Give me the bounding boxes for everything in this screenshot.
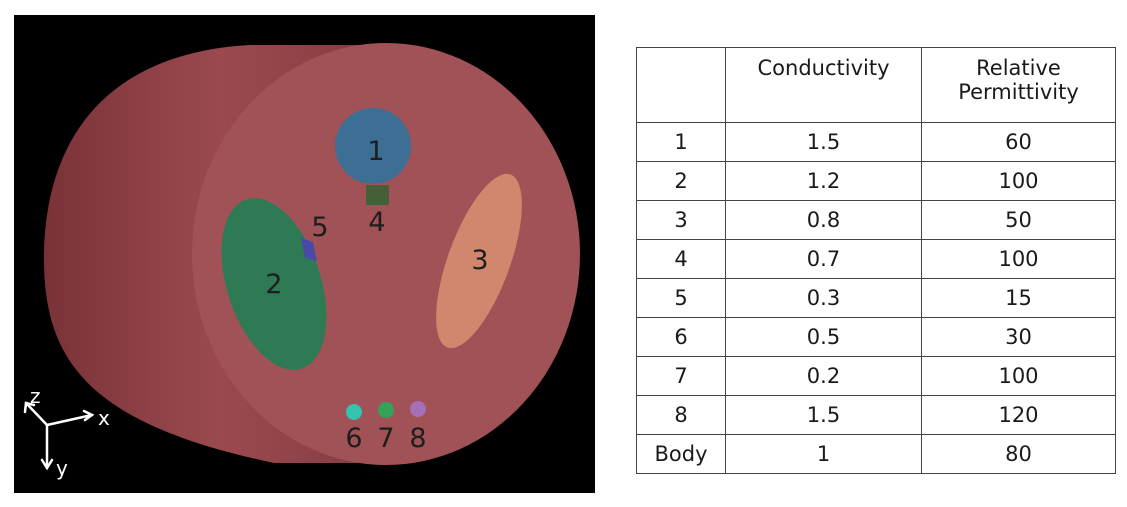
conductivity-cell: 0.3 bbox=[725, 278, 922, 318]
permittivity-cell: 60 bbox=[921, 122, 1116, 162]
region-1 bbox=[335, 108, 411, 184]
table-header-row: Conductivity Relative Permittivity bbox=[636, 47, 1116, 123]
axis-label-z: z bbox=[30, 384, 41, 408]
row-label: 7 bbox=[636, 356, 726, 396]
conductivity-cell: 0.5 bbox=[725, 317, 922, 357]
phantom-model-view: 1 4 5 2 3 6 7 8 x y z bbox=[14, 15, 595, 493]
row-label: 4 bbox=[636, 239, 726, 279]
header-permittivity-line2: Permittivity bbox=[958, 80, 1079, 104]
region-label-3: 3 bbox=[471, 245, 488, 276]
region-5 bbox=[301, 238, 317, 261]
axis-label-x: x bbox=[98, 406, 110, 430]
region-7 bbox=[378, 402, 394, 418]
region-6 bbox=[346, 404, 362, 420]
header-permittivity-line1: Relative bbox=[976, 56, 1061, 80]
permittivity-cell: 80 bbox=[921, 434, 1116, 474]
row-label: 8 bbox=[636, 395, 726, 435]
permittivity-cell: 30 bbox=[921, 317, 1116, 357]
permittivity-cell: 100 bbox=[921, 239, 1116, 279]
permittivity-cell: 120 bbox=[921, 395, 1116, 435]
region-label-1: 1 bbox=[367, 136, 384, 167]
conductivity-cell: 1.5 bbox=[725, 395, 922, 435]
region-label-2: 2 bbox=[265, 269, 282, 300]
permittivity-cell: 100 bbox=[921, 161, 1116, 201]
conductivity-cell: 1 bbox=[725, 434, 922, 474]
region-label-6: 6 bbox=[345, 423, 362, 454]
row-label: 3 bbox=[636, 200, 726, 240]
region-4 bbox=[366, 185, 389, 205]
row-label: 5 bbox=[636, 278, 726, 318]
axis-triad bbox=[23, 401, 95, 471]
conductivity-cell: 1.2 bbox=[725, 161, 922, 201]
conductivity-cell: 0.2 bbox=[725, 356, 922, 396]
permittivity-cell: 100 bbox=[921, 356, 1116, 396]
header-relative-permittivity: Relative Permittivity bbox=[921, 47, 1116, 123]
header-conductivity: Conductivity bbox=[725, 47, 922, 123]
region-2 bbox=[221, 198, 327, 370]
permittivity-cell: 50 bbox=[921, 200, 1116, 240]
header-empty bbox=[636, 47, 726, 123]
row-label: Body bbox=[636, 434, 726, 474]
conductivity-cell: 0.8 bbox=[725, 200, 922, 240]
region-8 bbox=[410, 401, 426, 417]
region-label-8: 8 bbox=[409, 423, 426, 454]
region-label-4: 4 bbox=[368, 207, 385, 238]
row-label: 1 bbox=[636, 122, 726, 162]
axis-label-y: y bbox=[56, 456, 68, 480]
row-label: 6 bbox=[636, 317, 726, 357]
row-label: 2 bbox=[636, 161, 726, 201]
conductivity-cell: 1.5 bbox=[725, 122, 922, 162]
region-3 bbox=[436, 173, 522, 349]
permittivity-cell: 15 bbox=[921, 278, 1116, 318]
conductivity-cell: 0.7 bbox=[725, 239, 922, 279]
region-label-7: 7 bbox=[377, 423, 394, 454]
region-label-5: 5 bbox=[311, 212, 328, 243]
